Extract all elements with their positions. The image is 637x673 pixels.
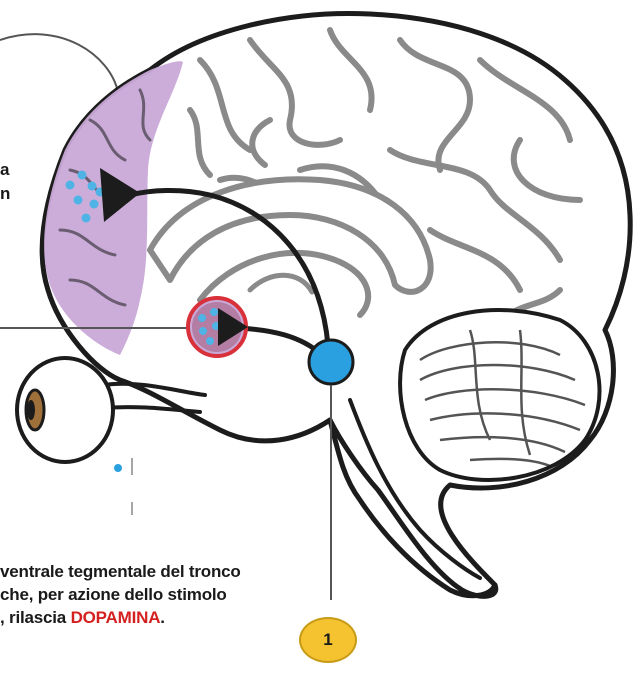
caption-line-1: ventrale tegmentale del tronco: [0, 560, 330, 583]
label-fragment-a: a: [0, 160, 9, 180]
vta-nucleus: [309, 340, 353, 384]
step-number-badge: 1: [299, 617, 357, 663]
badge-number: 1: [323, 630, 332, 650]
caption-text: ventrale tegmentale del tronco che, per …: [0, 560, 330, 629]
stray-blue-dot: [114, 464, 122, 472]
dopamine-highlight: DOPAMINA: [71, 608, 161, 627]
label-fragment-b: n: [0, 184, 10, 204]
caption-line-3-suffix: .: [160, 608, 165, 627]
caption-line-3: , rilascia DOPAMINA.: [0, 606, 330, 629]
caption-line-2: che, per azione dello stimolo: [0, 583, 330, 606]
top-leader-line: [0, 34, 118, 92]
nucleus-accumbens: [188, 298, 248, 356]
cerebellum: [400, 310, 599, 480]
eye-icon: [17, 358, 113, 462]
caption-line-3-prefix: , rilascia: [0, 608, 71, 627]
